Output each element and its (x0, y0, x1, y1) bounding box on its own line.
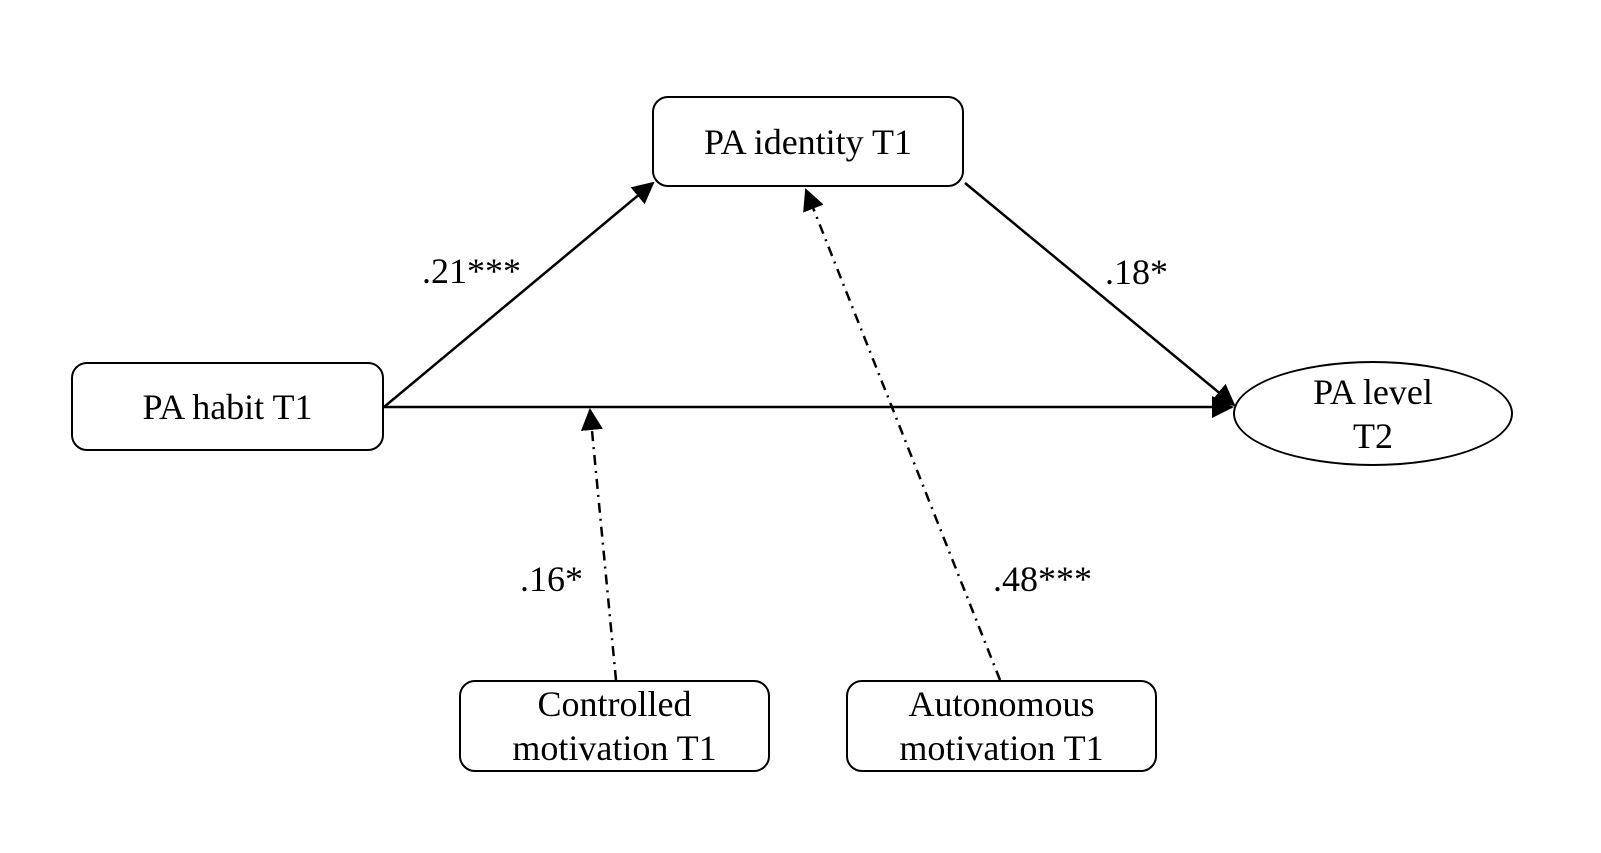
coef-autonomous-moderation: .48*** (993, 559, 1092, 599)
node-pa-level-line2: T2 (1353, 415, 1393, 456)
arrow-controlled-moderation (580, 408, 618, 681)
node-autonomous-line1: Autonomous (908, 684, 1095, 724)
node-pa-identity: PA identity T1 (652, 96, 964, 187)
coef-identity-to-level: .18* (1105, 252, 1168, 292)
node-autonomous-motivation: Autonomous motivation T1 (846, 680, 1157, 772)
coef-habit-to-identity: .21*** (422, 251, 521, 291)
node-pa-identity-label: PA identity T1 (703, 121, 913, 162)
node-pa-habit-label: PA habit T1 (142, 386, 313, 427)
node-controlled-line2: motivation T1 (512, 728, 717, 768)
coef-controlled-moderation: .16* (520, 559, 583, 599)
arrow-identity-to-level (964, 182, 1236, 407)
node-controlled-line1: Controlled (537, 684, 692, 724)
node-pa-level: PA level T2 (1233, 361, 1513, 466)
node-controlled-motivation: Controlled motivation T1 (459, 680, 770, 772)
node-pa-level-line1: PA level (1313, 371, 1433, 412)
node-autonomous-line2: motivation T1 (899, 728, 1104, 768)
node-pa-habit: PA habit T1 (71, 362, 384, 451)
arrow-autonomous-moderation (803, 188, 1002, 681)
arrow-habit-to-identity (383, 181, 655, 408)
